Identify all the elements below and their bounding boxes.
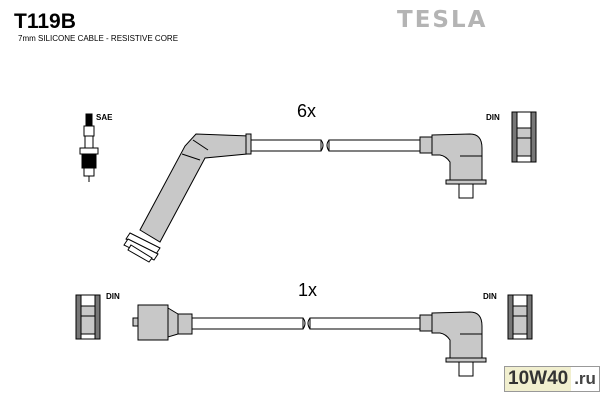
din-terminal-icon xyxy=(75,294,101,340)
watermark: 10W40 .ru xyxy=(504,366,600,392)
part-number: T119B xyxy=(14,10,76,33)
quantity-label-bottom: 1x xyxy=(298,280,318,300)
brand-logo: TESLA xyxy=(397,7,488,33)
right-angle-boot-icon xyxy=(419,311,487,377)
cable-wire-top xyxy=(250,139,430,152)
watermark-main: 10W40 xyxy=(505,367,572,391)
din-label-top-right: DIN xyxy=(486,113,500,122)
right-angle-boot-icon xyxy=(419,133,487,199)
quantity-label-top: 6x xyxy=(297,101,317,121)
sae-label: SAE xyxy=(96,113,113,122)
straight-boot-icon xyxy=(132,304,193,341)
spark-plug-icon xyxy=(79,113,99,182)
din-terminal-icon xyxy=(507,294,533,340)
din-label-bottom-right: DIN xyxy=(483,292,497,301)
angled-boot-icon xyxy=(123,133,252,263)
din-terminal-icon xyxy=(511,111,537,163)
watermark-domain: .ru xyxy=(571,367,599,391)
cable-wire-bottom xyxy=(191,317,427,330)
cable-description: 7mm SILICONE CABLE - RESISTIVE CORE xyxy=(18,34,179,43)
din-label-bottom-left: DIN xyxy=(106,292,120,301)
